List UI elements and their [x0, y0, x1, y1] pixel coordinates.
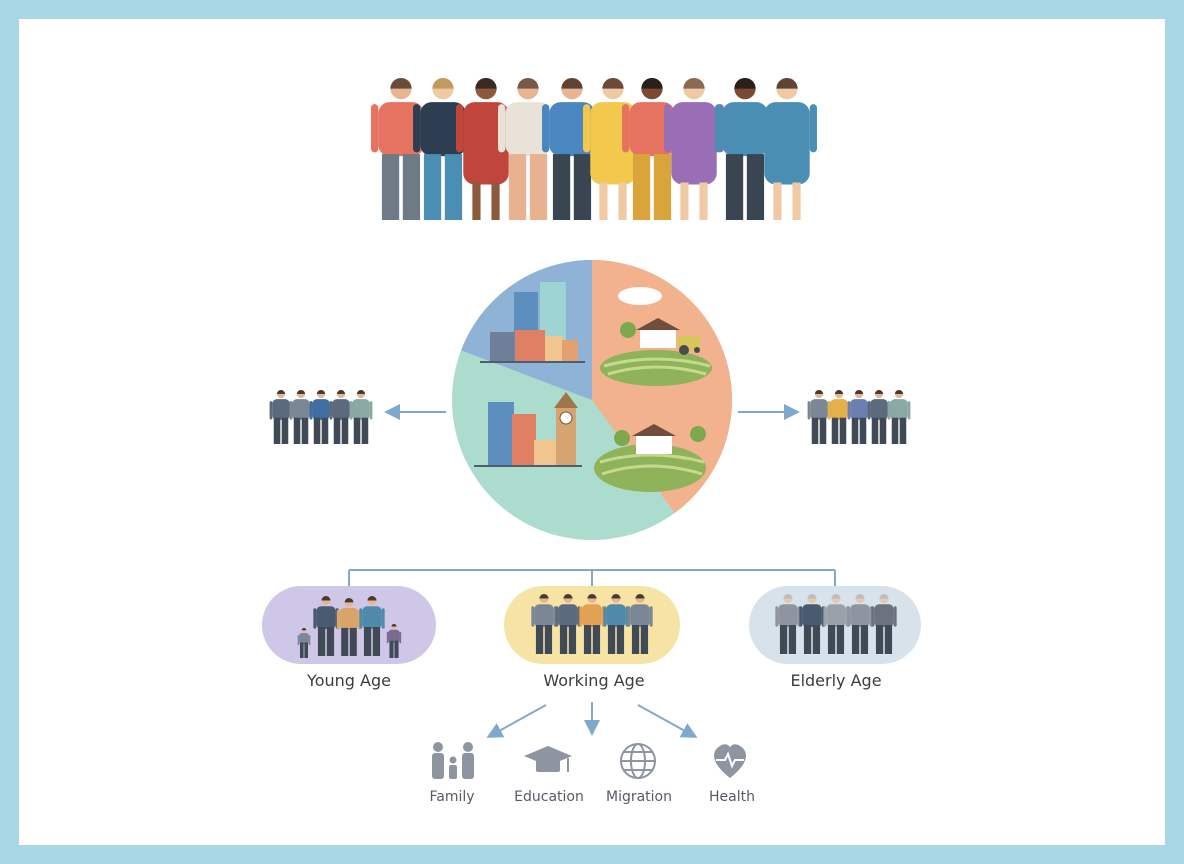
- young-age-person: [336, 597, 362, 656]
- migrant-person: [309, 389, 333, 444]
- countryside-icon: [594, 424, 706, 492]
- city-skyline-icon: [480, 282, 585, 363]
- migrant-person: [847, 389, 871, 444]
- population-crowd: [371, 77, 817, 220]
- working-age-person: [579, 594, 605, 654]
- elderly-age-label: Elderly Age: [790, 671, 882, 690]
- migrant-person: [349, 390, 373, 444]
- migrant-person: [269, 390, 293, 444]
- city-clocktower-icon: [474, 392, 582, 467]
- working-age-label: Working Age: [543, 671, 645, 690]
- migrant-person: [887, 389, 911, 444]
- migrant-person: [807, 389, 831, 444]
- migrant-person: [827, 390, 851, 444]
- migrant-person: [289, 389, 313, 444]
- young-age-person: [386, 624, 402, 658]
- category-arrows: [486, 702, 698, 738]
- young-age-label: Young Age: [307, 671, 391, 690]
- working-age-person: [531, 594, 557, 654]
- migrant-person: [329, 390, 353, 444]
- crowd-person: [498, 77, 558, 220]
- working-age-person: [603, 594, 629, 654]
- young-age-person: [359, 596, 385, 656]
- health-label: Health: [709, 789, 755, 805]
- family-label: Family: [429, 789, 475, 805]
- urban-rural-pie: [452, 260, 732, 540]
- migrant-group-right: [807, 389, 911, 444]
- crowd-person: [664, 77, 724, 220]
- education-label: Education: [514, 789, 584, 805]
- heart-pulse-icon: [714, 744, 746, 778]
- crowd-person: [757, 77, 817, 220]
- migrant-person: [867, 390, 891, 444]
- young-age-person: [297, 628, 311, 658]
- migrant-group-left: [269, 389, 373, 444]
- graduation-cap-icon: [524, 746, 572, 772]
- elderly-age-person: [871, 594, 897, 654]
- elderly-age-person: [775, 594, 801, 654]
- farm-icon: [600, 287, 712, 386]
- migration-label: Migration: [605, 789, 672, 805]
- age-group-people: [297, 594, 897, 658]
- family-icon: [432, 742, 474, 779]
- globe-icon: [620, 743, 656, 779]
- working-age-person: [627, 594, 653, 654]
- crowd-person: [715, 77, 775, 220]
- age-group-connector: [348, 569, 836, 586]
